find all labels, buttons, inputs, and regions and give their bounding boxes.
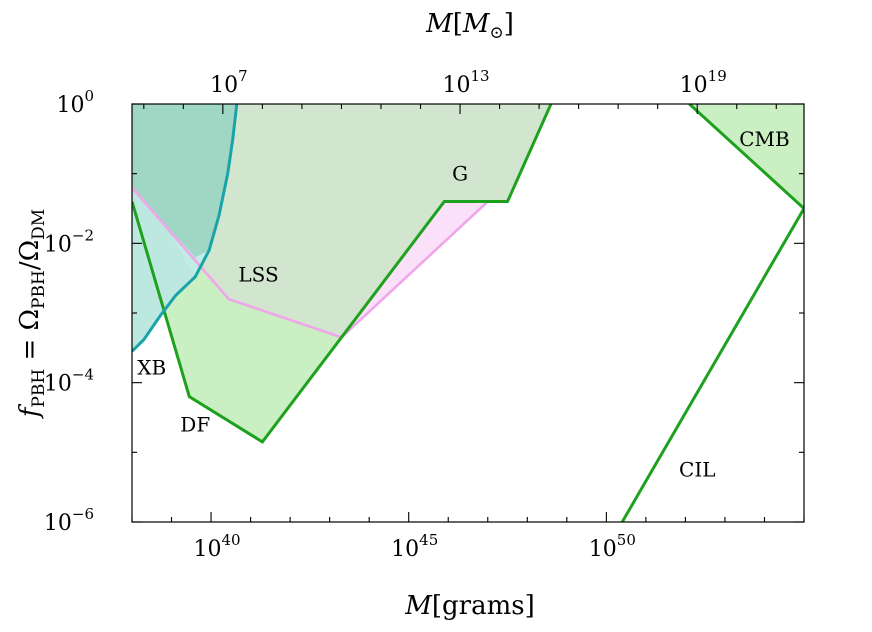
region-label-df: DF	[180, 412, 210, 436]
constraint-regions	[132, 104, 804, 442]
bottom-tick-label: 1050	[589, 531, 636, 562]
cil-boundary-line	[620, 207, 804, 522]
constraint-boundaries	[132, 104, 804, 522]
lss-boundary-line	[132, 186, 489, 339]
y-tick-label: 10−4	[44, 366, 94, 397]
y-tick-label: 100	[56, 87, 94, 118]
top-tick-label: 1019	[680, 67, 727, 98]
top-tick-label: 1013	[442, 67, 489, 98]
region-label-xb: XB	[137, 355, 166, 379]
x-axis-bottom-title: M[grams]	[404, 591, 534, 621]
y-tick-label: 10−2	[44, 226, 94, 257]
df-boundary-line	[132, 104, 553, 444]
region-xb-lower-fill	[132, 187, 196, 352]
top-tick-label: 107	[210, 67, 248, 98]
xb-boundary-line	[132, 104, 239, 353]
region-xb-overlap-fill	[132, 104, 237, 258]
region-g-upper-fill	[132, 104, 551, 338]
svg-text:fPBH = ΩPBH/ΩDM: fPBH = ΩPBH/ΩDM	[15, 209, 49, 419]
y-tick-label: 10−6	[44, 505, 94, 536]
region-label-g: G	[452, 162, 468, 186]
y-axis-title: fPBH = ΩPBH/ΩDM	[15, 209, 49, 419]
tick-marks	[131, 103, 805, 523]
region-label-cmb: CMB	[739, 127, 789, 151]
bottom-tick-label: 1045	[391, 531, 438, 562]
x-axis-top-title: M[M⊙]	[425, 9, 514, 43]
bottom-tick-label: 1040	[194, 531, 241, 562]
cmb-boundary-line	[688, 104, 804, 210]
tick-labels: 1040 1045 1050 107 1013 1019 100 10−2 10−4 10−6	[44, 67, 727, 562]
region-label-lss: LSS	[238, 263, 278, 287]
region-labels: G LSS XB DF CMB CIL	[137, 127, 789, 482]
region-label-cil: CIL	[679, 458, 715, 482]
